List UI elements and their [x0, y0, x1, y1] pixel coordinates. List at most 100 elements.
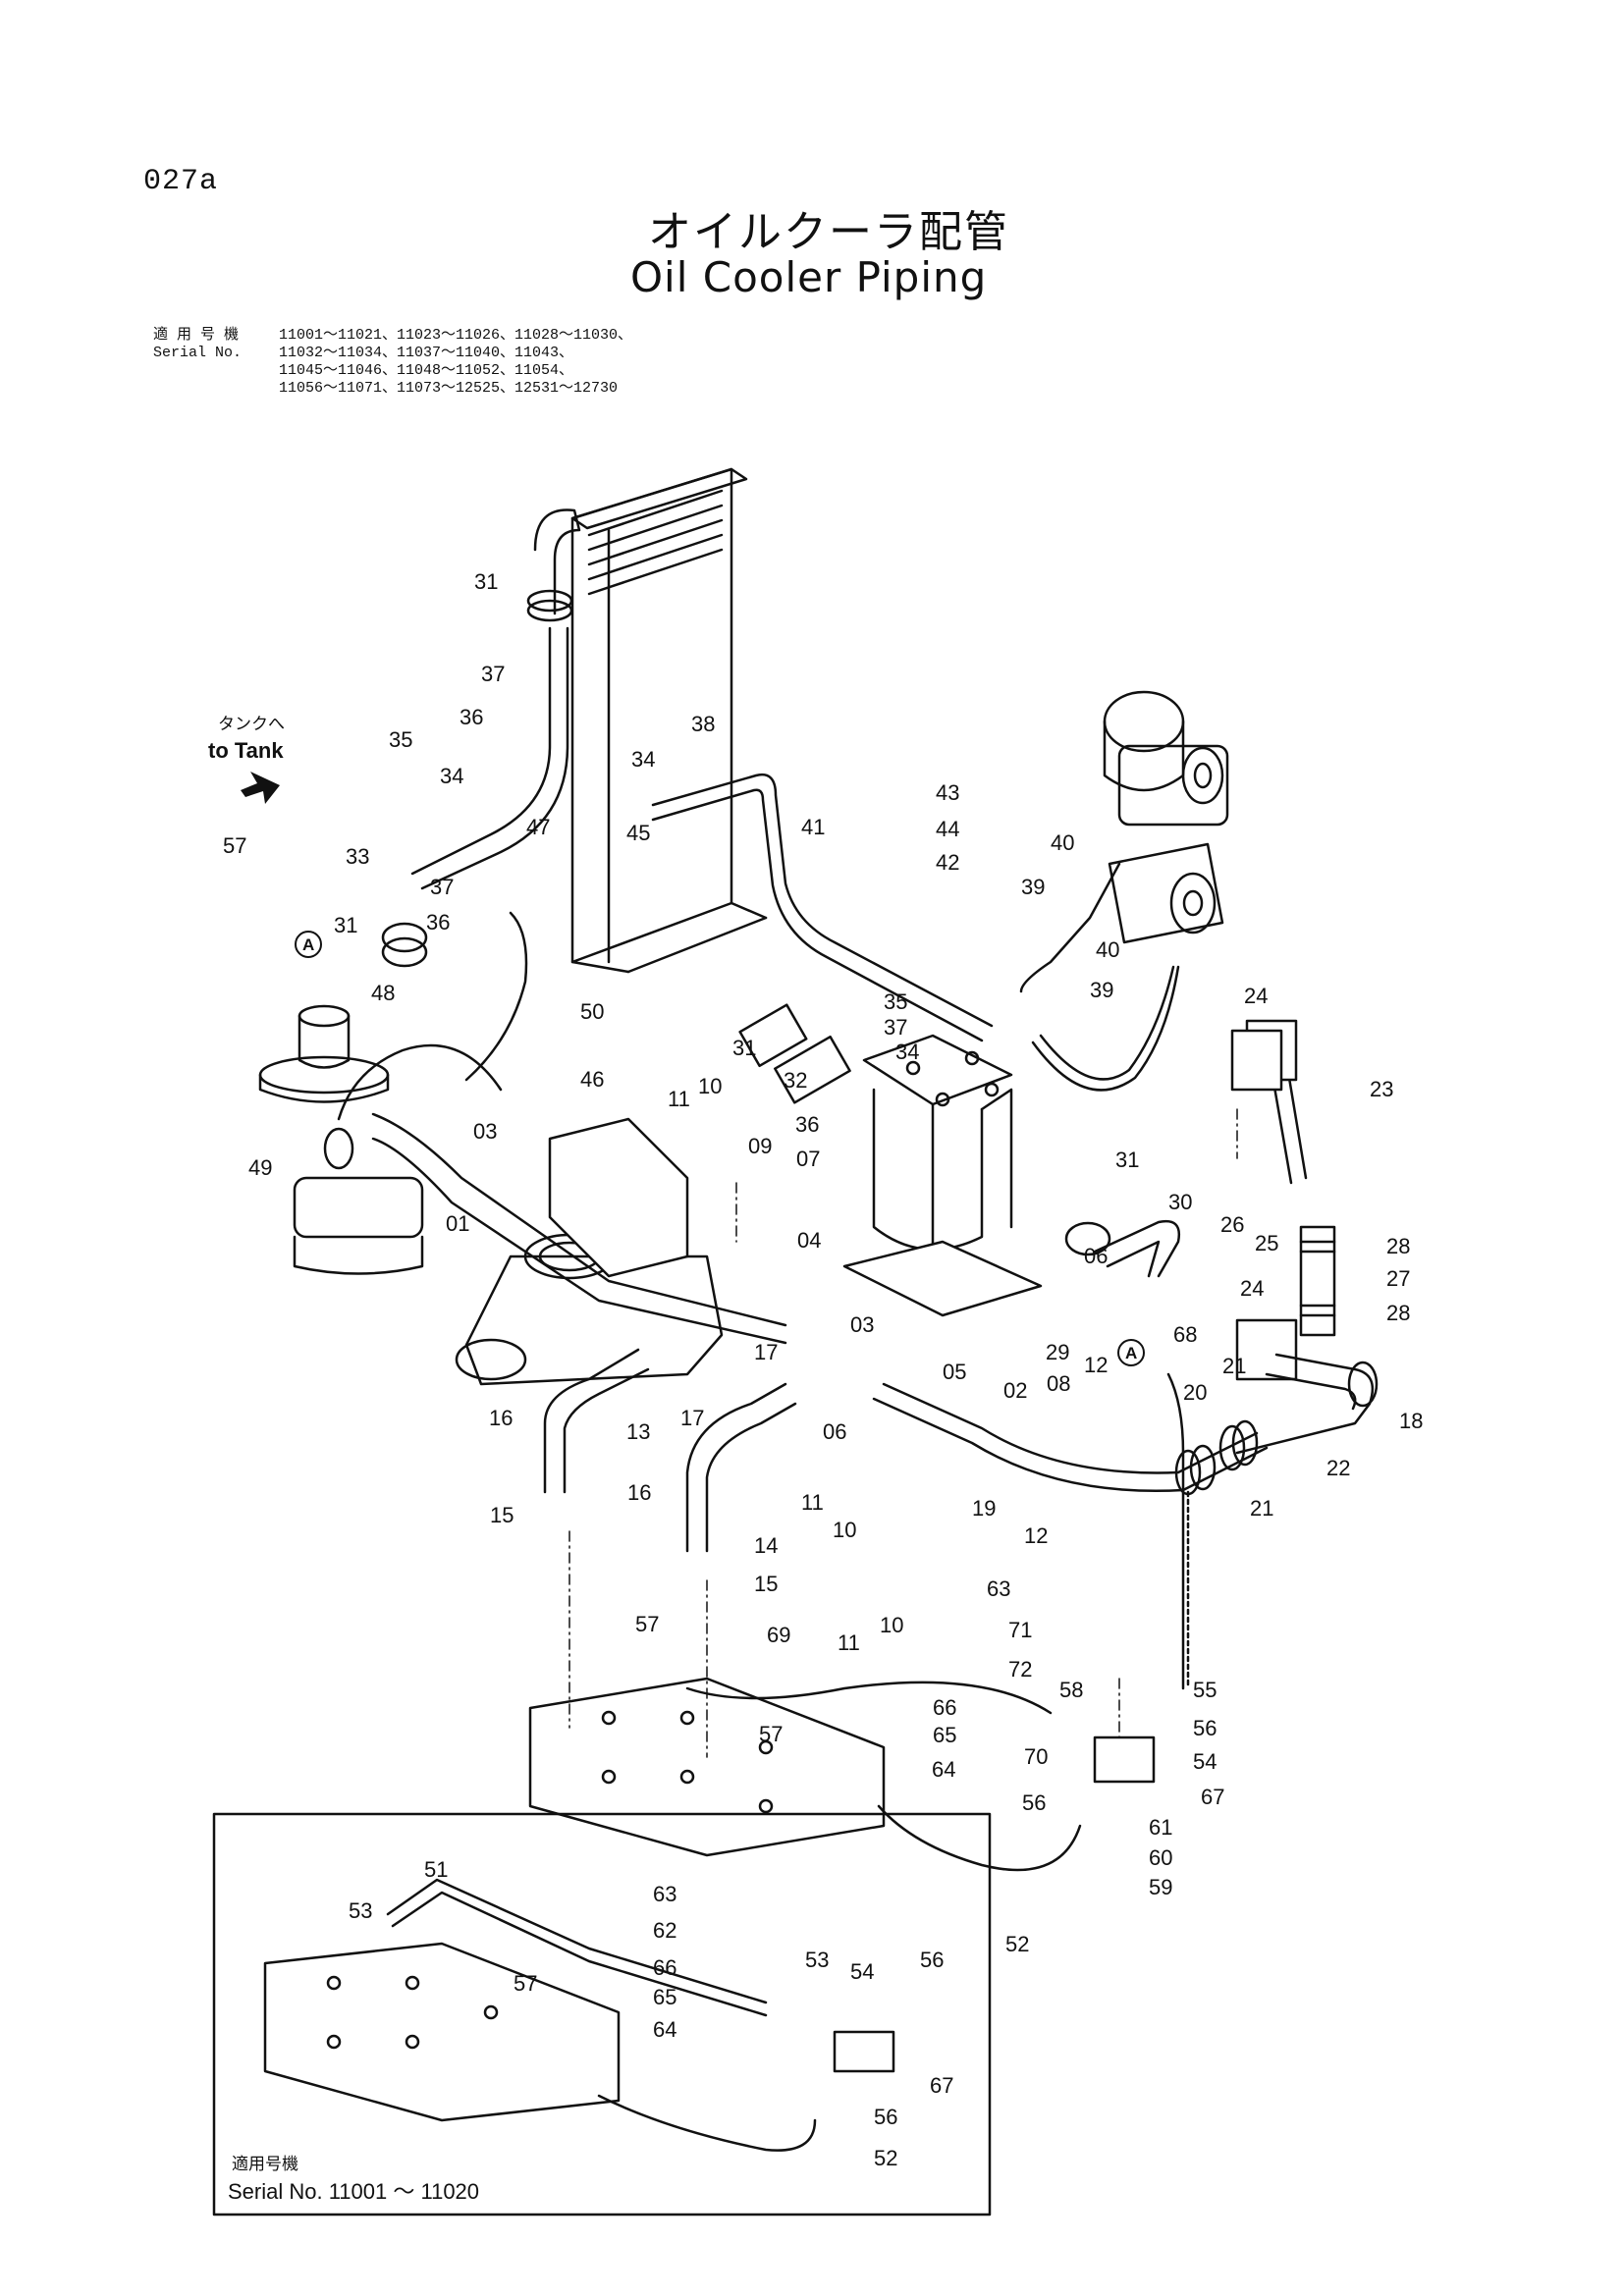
callout: 34 — [440, 764, 463, 788]
callout: 14 — [754, 1533, 778, 1558]
callout: 01 — [446, 1211, 469, 1236]
callout: 06 — [823, 1419, 846, 1444]
callouts: 31 37 36 38 35 34 34 57 33 47 45 41 37 3… — [223, 569, 1423, 2170]
callout: 71 — [1008, 1618, 1032, 1642]
serial-label-jp: 適 用 号 機 — [153, 327, 240, 344]
inset-frame — [212, 1812, 992, 2216]
hose-52 — [877, 1804, 1082, 1872]
callout: 48 — [371, 981, 395, 1005]
pipe-13 — [543, 1348, 640, 1494]
marker-a-left: A — [295, 931, 322, 958]
callout: 54 — [1193, 1749, 1217, 1774]
inset-label-en: Serial No. 11001 ～ 11020 — [228, 2179, 479, 2204]
callout: 49 — [248, 1155, 272, 1180]
callout: 33 — [346, 844, 369, 869]
callout: 63 — [987, 1576, 1010, 1601]
callout: 15 — [754, 1572, 778, 1596]
callout: 17 — [680, 1406, 704, 1430]
callout: 10 — [698, 1074, 722, 1098]
callout: 05 — [943, 1360, 966, 1384]
callout: 26 — [1220, 1212, 1244, 1237]
serial-lines: 11001～11021、11023～11026、11028～11030、 110… — [279, 327, 632, 398]
svg-text:A: A — [1125, 1344, 1137, 1362]
callout: 46 — [580, 1067, 604, 1092]
hose-39-upper — [1019, 862, 1121, 993]
oil-cooler-core — [570, 467, 768, 974]
callout: 51 — [424, 1857, 448, 1882]
callout: 31 — [334, 913, 357, 937]
callout: 59 — [1149, 1875, 1172, 1899]
callout: 06 — [1084, 1244, 1108, 1268]
callout: 31 — [474, 569, 498, 594]
callout: 67 — [1201, 1785, 1224, 1809]
hose-55 — [1166, 1372, 1185, 1690]
callout: 53 — [805, 1948, 829, 1972]
callout: 08 — [1047, 1371, 1070, 1396]
serial-label: 適 用 号 機 Serial No. — [153, 327, 277, 362]
callout: 36 — [460, 705, 483, 729]
svg-text:A: A — [302, 935, 314, 954]
callout: 68 — [1173, 1322, 1197, 1347]
callout: 65 — [653, 1985, 676, 2009]
callout: 31 — [732, 1036, 756, 1060]
callout: 55 — [1193, 1678, 1217, 1702]
marker-a-right: A — [1117, 1339, 1145, 1366]
callout: 57 — [223, 833, 246, 858]
callout: 66 — [933, 1695, 956, 1720]
callout: 39 — [1090, 978, 1113, 1002]
callout: 37 — [481, 662, 505, 686]
callout: 35 — [884, 989, 907, 1014]
serial-line: 11032～11034、11037～11040、11043、 — [279, 345, 574, 361]
hose-48 — [337, 1043, 503, 1121]
pipe-01 — [371, 1112, 787, 1327]
pipe-14 — [685, 1382, 787, 1553]
callout: 72 — [1008, 1657, 1032, 1682]
callout: 52 — [1005, 1932, 1029, 1956]
callout: 62 — [653, 1918, 676, 1943]
hose-33 — [410, 626, 552, 876]
callout: 02 — [1003, 1378, 1027, 1403]
callout: 40 — [1096, 937, 1119, 962]
callout: 25 — [1255, 1231, 1278, 1255]
pipe-41 — [651, 773, 994, 1028]
callout: 21 — [1222, 1354, 1246, 1378]
callout: 65 — [933, 1723, 956, 1747]
callout: 09 — [748, 1134, 772, 1158]
callout: 11 — [838, 1630, 860, 1655]
page-code: 027a — [143, 165, 219, 198]
pipe-02 — [882, 1382, 1259, 1474]
callout: 03 — [473, 1119, 497, 1144]
engine-housing — [455, 1117, 724, 1386]
to-tank-en: to Tank — [208, 738, 284, 763]
callout: 18 — [1399, 1409, 1423, 1433]
callout: 12 — [1024, 1523, 1048, 1548]
callout: 54 — [850, 1959, 874, 1984]
callout: 41 — [801, 815, 825, 839]
callout: 12 — [1084, 1353, 1108, 1377]
callout: 56 — [874, 2105, 897, 2129]
callout: 37 — [430, 875, 454, 899]
to-tank-jp: タンクへ — [218, 715, 285, 733]
callout: 44 — [936, 817, 959, 841]
callout: 53 — [349, 1898, 372, 1923]
callout: 42 — [936, 850, 959, 875]
callout: 36 — [426, 910, 450, 934]
callout: 16 — [627, 1480, 651, 1505]
callout: 66 — [653, 1955, 676, 1980]
hose-39-lower — [1039, 965, 1175, 1081]
callout: 11 — [668, 1087, 690, 1111]
callout: 61 — [1149, 1815, 1172, 1840]
callout: 56 — [920, 1948, 944, 1972]
callout: 10 — [833, 1518, 856, 1542]
callout: 04 — [797, 1228, 821, 1253]
pipe-51 — [386, 1878, 768, 2004]
callout: 17 — [754, 1340, 778, 1364]
callout: 23 — [1370, 1077, 1393, 1101]
callout: 37 — [884, 1015, 907, 1040]
callout: 34 — [631, 747, 655, 772]
callout: 36 — [795, 1112, 819, 1137]
callout: 11 — [801, 1490, 824, 1515]
callout: 34 — [895, 1040, 919, 1064]
callout: 20 — [1183, 1380, 1207, 1405]
